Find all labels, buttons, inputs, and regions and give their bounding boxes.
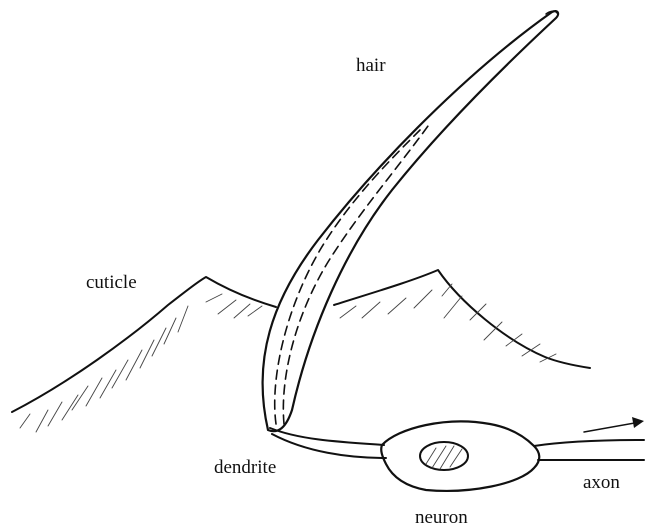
dendrite-channel-right xyxy=(283,126,428,424)
nucleus-hatching xyxy=(426,446,462,469)
dendrite-channel-left xyxy=(275,130,420,424)
signal-direction-arrow xyxy=(584,422,640,432)
cuticle-right-hatching xyxy=(340,284,556,362)
signal-arrowhead xyxy=(632,417,644,428)
hair-label: hair xyxy=(356,56,386,75)
cuticle-right-outline xyxy=(334,270,590,368)
neuron-nucleus xyxy=(420,442,468,470)
dendrite-label: dendrite xyxy=(214,458,276,477)
hair-shaft xyxy=(263,11,559,431)
dendrite-lower xyxy=(272,434,386,458)
axon-label: axon xyxy=(583,473,620,492)
dendrite-upper xyxy=(270,428,384,445)
cuticle-label: cuticle xyxy=(86,273,137,292)
cuticle-left-hatching xyxy=(20,294,262,432)
neuron-label: neuron xyxy=(415,508,468,527)
neuron-cell-body xyxy=(381,421,539,490)
cuticle-left-outline xyxy=(12,277,276,412)
axon-upper xyxy=(534,440,644,446)
